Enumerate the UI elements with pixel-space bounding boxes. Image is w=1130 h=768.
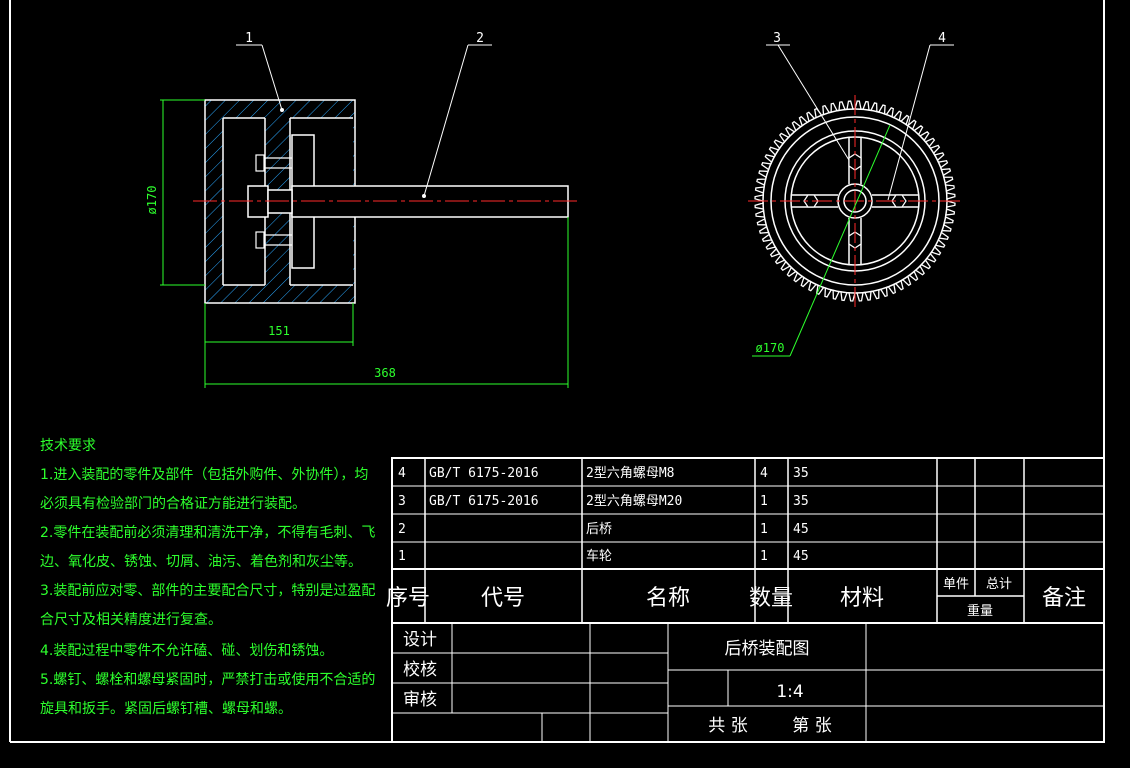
dim-length: 368 [374,366,396,380]
bom-code: GB/T 6175-2016 [429,466,539,481]
m8-nut-side-top [255,154,292,172]
bom-row: 4 GB/T 6175-2016 2型六角螺母M8 4 35 [398,466,809,481]
side-dimensions [160,99,569,388]
scale: 1:4 [776,682,803,702]
bom-table [391,457,1105,743]
sheet-number: 第 张 [792,716,831,736]
balloon-3: 3 [773,31,781,46]
label-review: 审核 [403,690,437,710]
leader-dot-2 [422,194,426,198]
bom-qty: 4 [760,466,768,481]
header-weight: 重量 [967,603,993,619]
dim-diameter-front: ø170 [756,341,785,355]
header-qty: 数量 [749,586,793,611]
balloon-4: 4 [938,31,946,46]
tech-requirements: 技术要求 1.进入装配的零件及部件（包括外购件、外协件），均 必须具有检验部门的… [40,438,375,717]
bom-material: 45 [793,522,809,537]
side-view [193,99,578,304]
header-name: 名称 [646,586,690,611]
tech-line-7: 4.装配过程中零件不允许磕、碰、划伤和锈蚀。 [40,643,333,659]
bom-name: 后桥 [586,522,612,537]
tech-line-4: 边、氧化皮、锈蚀、切屑、油污、着色剂和灰尘等。 [40,553,362,570]
header-code: 代号 [481,586,525,611]
bom-name: 车轮 [586,548,612,564]
drawing-frame [9,0,1105,743]
bom-material: 35 [793,494,809,509]
bom-name: 2型六角螺母M8 [586,466,674,481]
bom-header: 序号 代号 名称 数量 材料 单件 总计 重量 备注 [386,577,1086,619]
bom-qty: 1 [760,522,768,537]
bom-no: 2 [398,522,406,537]
header-remarks: 备注 [1042,586,1086,611]
balloon-2: 2 [476,31,484,46]
tech-line-3: 2.零件在装配前必须清理和清洗干净，不得有毛刺、飞 [40,524,375,541]
bom-name: 2型六角螺母M20 [586,494,682,509]
front-dimension [752,124,891,357]
header-total-weight: 总计 [986,577,1012,592]
front-view [748,95,962,307]
tech-line-1: 1.进入装配的零件及部件（包括外购件、外协件），均 [40,467,368,483]
bom-qty: 1 [760,494,768,509]
dim-diameter-side: ø170 [145,186,159,215]
balloon-1: 1 [245,31,253,46]
bom-material: 45 [793,549,809,564]
drawing-title: 后桥装配图 [725,639,810,659]
tech-line-5: 3.装配前应对零、部件的主要配合尺寸，特别是过盈配 [40,582,375,599]
tech-line-8: 5.螺钉、螺栓和螺母紧固时，严禁打击或使用不合适的 [40,671,375,688]
bom-qty: 1 [760,549,768,564]
leaders [236,44,954,201]
bom-material: 35 [793,466,809,481]
bom-row: 3 GB/T 6175-2016 2型六角螺母M20 1 35 [398,494,809,509]
bom-no: 3 [398,494,406,509]
bom-no: 4 [398,466,406,481]
bom-rows: 4 GB/T 6175-2016 2型六角螺母M8 4 35 3 GB/T 61… [398,466,809,564]
sheets-total: 共 张 [708,716,747,736]
m8-nut-side-bottom [255,231,292,249]
header-unit-weight: 单件 [943,577,969,592]
bom-row: 1 车轮 1 45 [398,548,809,564]
tech-line-6: 合尺寸及相关精度进行复查。 [40,611,222,628]
label-design: 设计 [403,630,437,650]
header-material: 材料 [840,586,884,611]
front-centerlines [748,95,962,307]
bom-row: 2 后桥 1 45 [398,522,809,537]
tech-line-2: 必须具有检验部门的合格证方能进行装配。 [40,496,306,512]
tech-requirements-title: 技术要求 [40,438,96,454]
tech-line-9: 旋具和扳手。紧固后螺钉槽、螺母和螺。 [40,701,292,717]
bom-code: GB/T 6175-2016 [429,494,539,509]
label-check: 校核 [403,660,437,680]
header-no: 序号 [386,586,430,611]
title-block: 设计 校核 审核 后桥装配图 1:4 共 张 第 张 [403,630,832,736]
leader-dot-1 [280,108,284,112]
bom-no: 1 [398,549,406,564]
dim-width: 151 [268,324,290,338]
